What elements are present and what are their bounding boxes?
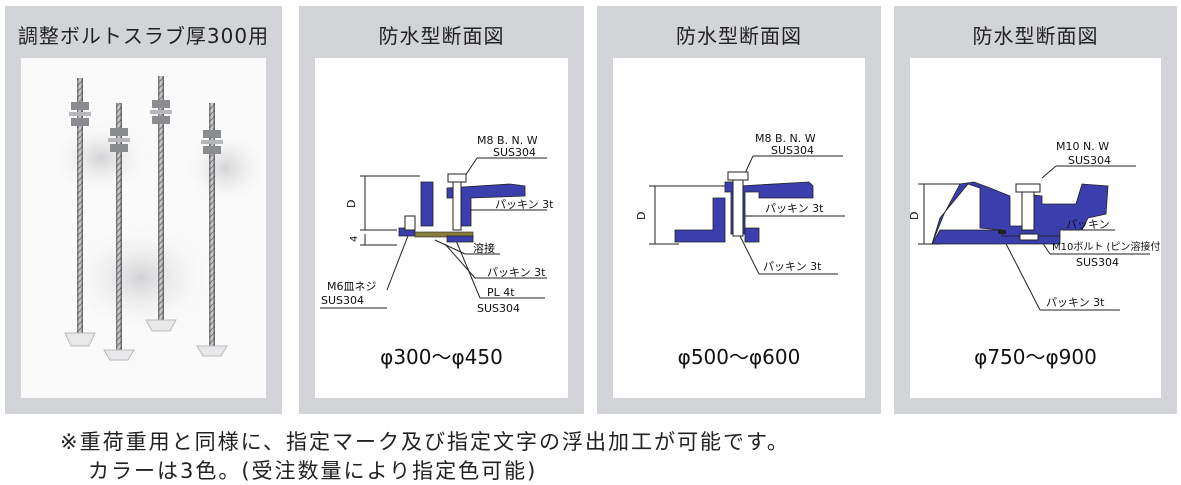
label-bolt2-material: SUS304 (1076, 256, 1119, 269)
cross-section-drawing: M10 N. W SUS304 D パッキン M10ボルト (ピン溶接付) SU… (910, 140, 1161, 311)
bolt-3 (145, 76, 177, 332)
plate (414, 231, 474, 238)
label-dim-d: D (635, 212, 648, 220)
section-diagram: M8 B. N. W SUS304 パッキン 3t D パッキン 3t φ500… (613, 58, 865, 398)
note-line-2: カラーは3色。(受注数量により指定色可能) (88, 459, 538, 483)
lid-part (744, 227, 760, 243)
note-line-1: ※重荷重用と同様に、指定マーク及び指定文字の浮出加工が可能です。 (60, 430, 790, 454)
label-bolt-material: SUS304 (1068, 154, 1111, 167)
label-dim-d: D (910, 212, 921, 220)
bolt (1021, 187, 1035, 231)
label-plate: PL 4t (487, 286, 515, 299)
label-plate-material: SUS304 (477, 302, 520, 315)
size-range: φ300〜φ450 (380, 345, 503, 369)
bolts-illustration (46, 76, 266, 361)
label-bolt: M10 N. W (1056, 140, 1109, 153)
bolt-photo (21, 58, 266, 398)
bolt (732, 175, 744, 237)
label-screw-material: SUS304 (321, 294, 364, 307)
bolt-1 (64, 78, 96, 347)
panel-title: 防水型断面図 (676, 24, 802, 48)
label-bolt-material: SUS304 (493, 146, 536, 159)
bolt-2 (103, 103, 135, 361)
panel-section-500-600: 防水型断面図 M8 B. N. W (597, 6, 881, 414)
section-diagram: M8 B. N. W SUS304 パッキン 3t D 4 溶接 パッキン 3t… (315, 58, 568, 398)
lid-part (420, 181, 434, 227)
label-packing: パッキン 3t (763, 260, 822, 273)
bolt (452, 177, 462, 231)
lid-body (931, 181, 1109, 245)
shadow (46, 118, 156, 198)
panel-section-300-450: 防水型断面図 (299, 6, 584, 414)
panel-section-750-900: 防水型断面図 (894, 6, 1177, 414)
label-bolt-material: SUS304 (771, 144, 814, 157)
label-packing: パッキン 3t (487, 266, 546, 279)
label-packing: パッキン 3t (765, 202, 824, 215)
label-dim-d: D (345, 200, 358, 208)
section-diagram: M10 N. W SUS304 D パッキン M10ボルト (ピン溶接付) SU… (910, 58, 1161, 398)
product-panels-row: 調整ボルトスラブ厚300用 (5, 6, 1177, 414)
panel-bolt-photo: 調整ボルトスラブ厚300用 (5, 6, 282, 414)
shadow (181, 128, 266, 208)
panel-title: 防水型断面図 (972, 24, 1099, 48)
label-screw: M6皿ネジ (327, 280, 377, 293)
panel-title: 調整ボルトスラブ厚300用 (17, 24, 270, 48)
cross-section-drawing: M8 B. N. W SUS304 パッキン 3t D 4 溶接 パッキン 3t… (320, 134, 554, 315)
lid-part (446, 235, 474, 243)
label-packing: パッキン (1066, 218, 1110, 231)
lid-part (674, 197, 726, 243)
size-range: φ750〜φ900 (974, 345, 1097, 369)
shadow (61, 218, 221, 338)
cross-section-drawing: M8 B. N. W SUS304 パッキン 3t D パッキン 3t (635, 132, 845, 275)
label-packing: パッキン 3t (495, 198, 554, 211)
bolt-4 (196, 103, 228, 357)
label-weld: 溶接 (473, 241, 495, 255)
label-dim-4: 4 (349, 236, 360, 242)
label-bolt2: M10ボルト (ピン溶接付) (1052, 240, 1161, 253)
lid-part (724, 181, 814, 235)
label-packing: パッキン 3t (1046, 296, 1105, 309)
label-bolt: M8 B. N. W (755, 132, 816, 145)
size-range: φ500〜φ600 (677, 345, 801, 369)
label-bolt: M8 B. N. W (477, 134, 538, 147)
panel-title: 防水型断面図 (378, 24, 505, 48)
